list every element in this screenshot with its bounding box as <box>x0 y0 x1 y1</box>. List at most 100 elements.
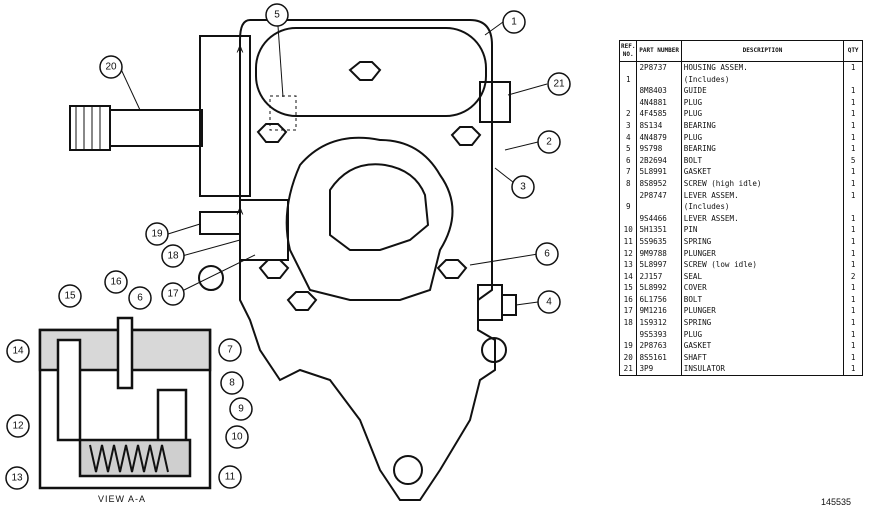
callout-12: 12 <box>12 421 24 432</box>
ref-cell: 7 <box>618 166 638 178</box>
qty-cell: 1 <box>843 305 863 318</box>
qty-cell: 1 <box>843 293 863 306</box>
callout-16: 16 <box>110 277 122 288</box>
part-number-cell: 2P8737 <box>636 61 682 74</box>
qty-cell <box>843 201 863 213</box>
callout-11: 11 <box>225 472 236 483</box>
shaft-body <box>109 109 203 147</box>
ref-cell: 14 <box>618 270 638 283</box>
ref-cell: 19 <box>618 340 638 352</box>
description-cell: GUIDE <box>680 85 845 97</box>
callout-15: 15 <box>64 291 76 302</box>
description-cell: GASKET <box>680 166 845 178</box>
header-qty: QTY <box>843 40 863 62</box>
description-cell: LEVER ASSEM. <box>680 189 845 202</box>
cam-window <box>329 163 430 251</box>
callout-circle <box>218 465 242 489</box>
ref-cell: 4 <box>618 131 638 144</box>
qty-cell: 1 <box>843 363 863 377</box>
mounting-boss <box>481 337 507 363</box>
mounting-boss <box>393 455 423 485</box>
qty-cell: 1 <box>843 224 863 236</box>
qty-cell: 1 <box>843 212 863 225</box>
qty-cell: 1 <box>843 85 863 97</box>
description-cell: PLUNGER <box>680 247 845 260</box>
qty-cell: 1 <box>843 328 863 341</box>
ref-cell <box>618 328 638 341</box>
description-cell: GASKET <box>680 340 845 352</box>
bolt-head <box>348 61 382 81</box>
part-number-cell: 4N4879 <box>636 131 682 144</box>
qty-cell: 2 <box>843 270 863 283</box>
callout-circle <box>99 55 123 79</box>
header-description: DESCRIPTION <box>680 40 845 62</box>
leader-line <box>515 301 539 306</box>
parts-list-table: REF. NO. PART NUMBER DESCRIPTION QTY 2P8… <box>618 40 863 377</box>
part-number-cell: 5L8997 <box>636 259 682 271</box>
parts-table-header-row: REF. NO. PART NUMBER DESCRIPTION QTY <box>618 40 863 62</box>
leader-line <box>504 141 539 151</box>
leader-line <box>484 21 504 36</box>
ref-cell <box>618 61 638 74</box>
description-cell: PIN <box>680 224 845 236</box>
ref-cell: 20 <box>618 351 638 364</box>
description-cell: SPRING <box>680 317 845 329</box>
ref-cell: 11 <box>618 235 638 248</box>
callout-18: 18 <box>167 251 179 262</box>
ref-cell: 16 <box>618 293 638 306</box>
ref-cell: 8 <box>618 177 638 190</box>
ref-cell <box>618 212 638 225</box>
callout-circle <box>161 282 185 306</box>
ref-cell: 2 <box>618 108 638 120</box>
callout-circle <box>220 371 244 395</box>
qty-cell: 1 <box>843 247 863 260</box>
side-plug-head <box>501 294 517 316</box>
leader-line <box>167 223 201 235</box>
qty-cell: 1 <box>843 351 863 364</box>
part-number-cell: 4F4585 <box>636 108 682 120</box>
description-cell: SCREW (high idle) <box>680 177 845 190</box>
callout-5: 5 <box>274 10 280 21</box>
qty-cell: 1 <box>843 177 863 190</box>
description-cell: BEARING <box>680 143 845 155</box>
leader-line <box>469 253 539 266</box>
callout-circle <box>104 270 128 294</box>
ref-cell: 21 <box>618 363 638 377</box>
leader-line <box>119 66 141 111</box>
callout-7: 7 <box>227 345 233 356</box>
description-cell: LEVER ASSEM. <box>680 212 845 225</box>
part-number-cell: 2P8763 <box>636 340 682 352</box>
description-cell: BOLT <box>680 293 845 306</box>
callout-circle <box>128 286 152 310</box>
housing-outline <box>239 19 496 501</box>
part-number-cell: 9S798 <box>636 143 682 155</box>
ref-cell <box>618 85 638 97</box>
bolt-head <box>436 259 468 279</box>
callout-circle <box>537 290 561 314</box>
callout-3: 3 <box>520 182 526 193</box>
qty-cell: 1 <box>843 317 863 329</box>
section-mark-a-left: A <box>237 207 244 218</box>
bolt-head <box>258 259 290 279</box>
bolt-head <box>286 291 318 311</box>
left-flange <box>199 35 251 197</box>
leader-line <box>181 239 241 257</box>
ref-cell <box>618 189 638 202</box>
ref-cell: 15 <box>618 282 638 294</box>
description-cell: SPRING <box>680 235 845 248</box>
callout-6: 6 <box>544 249 550 260</box>
qty-cell: 1 <box>843 340 863 352</box>
